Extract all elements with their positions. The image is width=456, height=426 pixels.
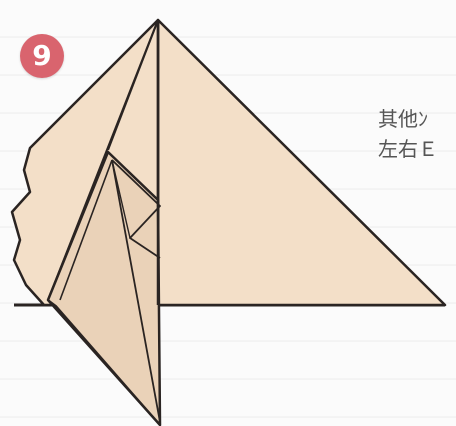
- fold-line-b: [107, 19, 159, 151]
- instruction-caption: 其他ﾝ 左右Ｅ: [378, 104, 456, 164]
- lower-flap-edge: [47, 299, 161, 426]
- fold-line-c: [111, 159, 161, 423]
- caption-line-2: 左右Ｅ: [378, 137, 438, 161]
- diamond-fold: [111, 159, 161, 259]
- fold-line-e: [111, 159, 131, 239]
- fold-line-d: [59, 159, 113, 301]
- caption-line-1: 其他ﾝ: [378, 107, 428, 131]
- step-number-badge: 9: [20, 34, 64, 78]
